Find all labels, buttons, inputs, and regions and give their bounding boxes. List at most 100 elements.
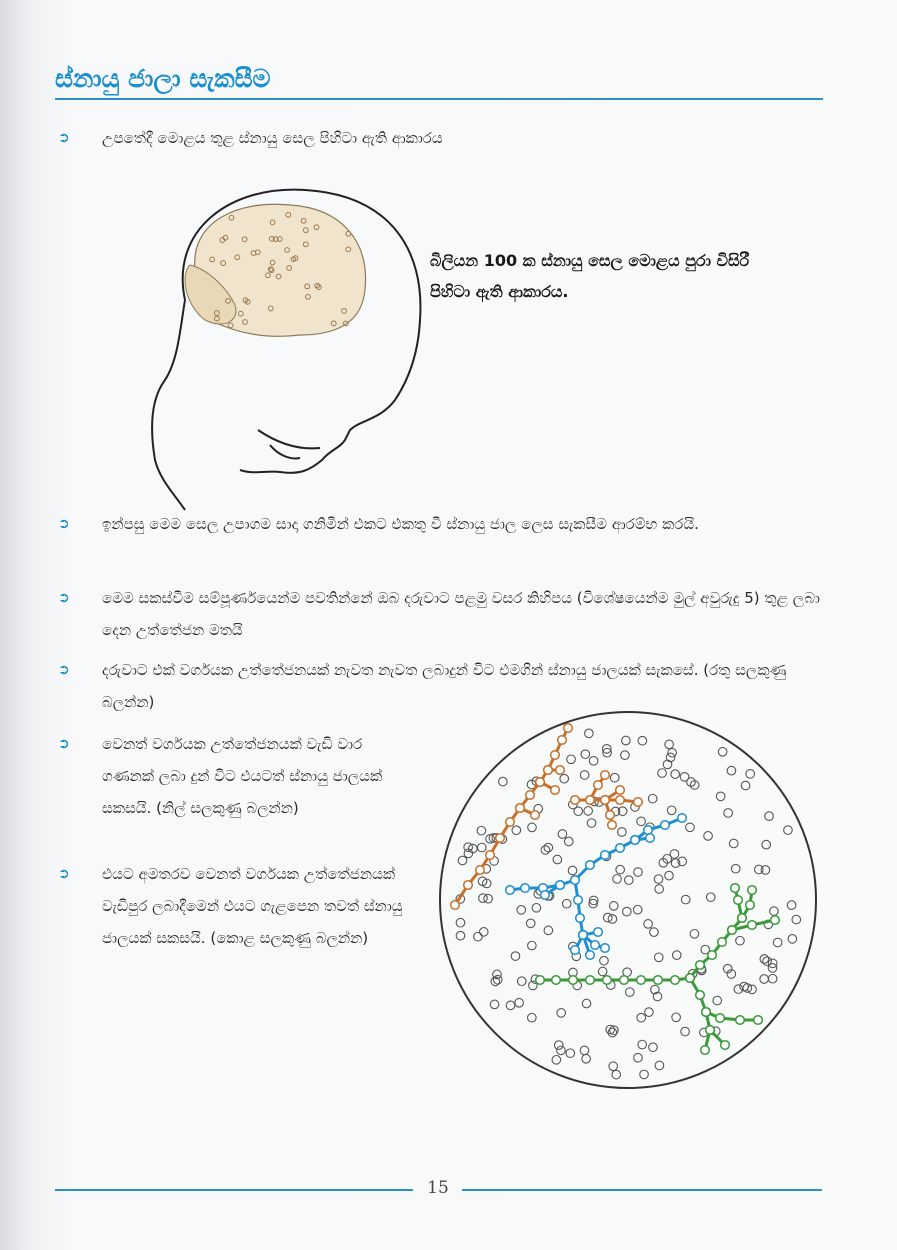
neuron-dot <box>478 927 489 937</box>
bullet-item: ➲ දරුවාට එක් වර්ගයක උත්තේජනයක් නැවත නැවත… <box>58 654 828 718</box>
neuron-dot <box>608 1061 619 1072</box>
neuron-dot <box>330 320 337 327</box>
neuron-dot <box>762 956 772 967</box>
neuron-dot <box>667 747 677 758</box>
neuron-dot <box>705 892 716 903</box>
neuron-dot <box>563 836 574 847</box>
red-neural-network <box>449 722 644 911</box>
neuron-dot <box>666 805 677 816</box>
neuron-dot <box>276 236 283 242</box>
neuron-dot <box>526 1012 537 1023</box>
neuron-dot <box>662 853 673 864</box>
neuron-dot <box>540 845 551 855</box>
neuron-dot <box>473 931 483 942</box>
neuron-dot <box>543 842 554 853</box>
neuron-dot <box>551 1054 562 1065</box>
neuron-dot <box>621 735 631 746</box>
neuron-dot <box>639 1069 649 1080</box>
neuron-dot <box>483 893 493 904</box>
neuron-dot <box>612 874 622 884</box>
bullet-item: ➲ එයට අමතරව වෙනත් වර්ගයක උත්තේජනයක් වැඩි… <box>58 858 418 954</box>
neuron-dot <box>717 746 728 757</box>
bullet-arrow-icon: ➲ <box>58 516 70 532</box>
neuron-dot <box>623 875 634 885</box>
neuron-dot <box>579 1045 590 1056</box>
neuron-dot <box>621 906 632 917</box>
neuron-dot <box>677 856 688 867</box>
neuron-dot <box>632 904 643 915</box>
neuron-dot <box>723 808 733 818</box>
neuron-dot <box>269 259 276 266</box>
neuron-dot <box>573 806 584 817</box>
neuron-dot <box>670 858 681 868</box>
bullet-arrow-icon: ➲ <box>58 662 70 678</box>
neuron-dot <box>726 765 737 776</box>
neuron-dot <box>302 241 309 248</box>
neuron-dot <box>615 864 626 875</box>
neuron-dot <box>715 791 726 802</box>
neuron-dot <box>611 1069 622 1080</box>
neuron-dot <box>285 211 292 218</box>
neuron-dot <box>617 806 628 817</box>
neuron-dot <box>633 867 643 877</box>
neuron-dot <box>492 969 502 980</box>
neuron-dot <box>490 976 501 987</box>
neuron-dot <box>552 854 563 865</box>
neuron-dot <box>637 1039 648 1050</box>
neuron-dot <box>607 1027 618 1038</box>
neuron-dot <box>647 793 658 804</box>
neuron-dot <box>617 827 627 837</box>
neuron-dot <box>565 1048 576 1059</box>
neuron-dot <box>228 214 235 221</box>
neuron-dot <box>477 876 488 887</box>
neuron-dot <box>712 995 723 1006</box>
neuron-dot <box>267 305 274 312</box>
neuron-dot <box>601 744 612 754</box>
neuron-dot <box>760 865 771 875</box>
neuron-dot <box>302 227 309 234</box>
neuron-dot <box>214 315 220 322</box>
footer-rule-right <box>462 1189 822 1191</box>
neuron-dot <box>345 230 352 237</box>
neuron-dot <box>664 739 674 750</box>
neuron-dot <box>602 912 613 923</box>
bullet-item: ➲ උපතේදී මොළය තුළ ස්නායු සෙල පිහිටා ඇති … <box>58 122 818 154</box>
neuron-dot <box>636 816 646 827</box>
neuron-dot <box>671 950 682 960</box>
neuron-dot <box>514 997 524 1008</box>
neuron-dot <box>602 747 612 758</box>
neuron-dot <box>726 969 737 979</box>
neuron-dot <box>767 973 778 984</box>
neuron-dot <box>657 768 667 778</box>
neuron-dot <box>586 818 597 828</box>
bullet-text: එයට අමතරව වෙනත් වර්ගයක උත්තේජනයක් වැඩිපු… <box>102 865 403 947</box>
neuron-dot <box>730 863 741 874</box>
neuron-dot <box>476 842 487 853</box>
neuron-dot <box>561 898 572 909</box>
neuron-dot <box>733 984 744 994</box>
neuron-dot <box>669 849 680 859</box>
neuron-dot <box>728 838 739 849</box>
neuron-dot <box>783 825 793 835</box>
neuron-dot <box>234 254 241 261</box>
neuron-dot <box>636 1012 647 1023</box>
neuron-dot <box>286 265 292 271</box>
neuron-dot <box>345 246 352 253</box>
neuron-dot <box>478 893 488 903</box>
neuron-dot <box>588 755 599 766</box>
neuron-dot <box>209 256 216 263</box>
neuron-dot <box>649 927 659 937</box>
blue-neural-network <box>504 812 688 961</box>
bullet-text: වෙනත් වර්ගයක උත්තේජනයක් වැඩි වාර ගණනක් ල… <box>102 735 383 817</box>
neuron-dot <box>581 1053 591 1064</box>
neuron-dot <box>703 831 713 841</box>
neuron-dot <box>275 273 282 280</box>
neuron-dot <box>242 319 248 325</box>
neuron-dot <box>292 255 299 262</box>
neuron-dot <box>315 284 322 290</box>
neuron-dot <box>735 935 745 946</box>
neuron-dot <box>531 902 542 913</box>
neuron-dot <box>300 217 307 224</box>
neuron-dot <box>607 914 618 924</box>
